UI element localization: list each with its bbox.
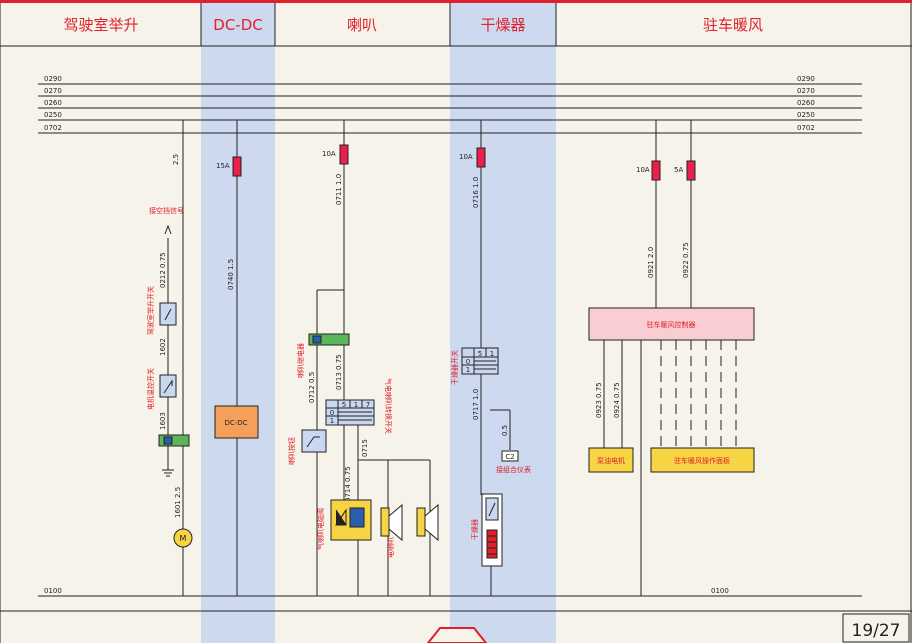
next-page-tab[interactable] bbox=[426, 627, 488, 643]
dryer-fuse bbox=[476, 147, 486, 168]
wire-0713: 0713 0.75 bbox=[335, 354, 343, 390]
thermal-switch-label: 电机温控开关 bbox=[146, 368, 155, 410]
dcdc-module bbox=[214, 405, 259, 439]
heater-fuse-1-rating: 10A bbox=[636, 166, 650, 174]
wire-0923: 0923 0.75 bbox=[595, 382, 603, 418]
bus-label-right: 0250 bbox=[797, 111, 815, 119]
wire-0922: 0922 0.75 bbox=[682, 242, 690, 278]
ground-bus-label-left: 0100 bbox=[44, 587, 62, 595]
bus-label-right: 0260 bbox=[797, 99, 815, 107]
dryer-label: 干燥器 bbox=[470, 519, 479, 540]
horn-relay bbox=[308, 333, 350, 346]
wire-0212: 0212 0.75 bbox=[159, 252, 167, 288]
motor-symbol: M bbox=[180, 534, 187, 543]
cab-wire-size: 2.5 bbox=[172, 154, 180, 165]
wire-0924: 0924 0.75 bbox=[613, 382, 621, 418]
c2-label: C2 bbox=[505, 453, 514, 461]
horn-fuse-rating: 10A bbox=[322, 150, 336, 158]
fuel-pump-motor bbox=[588, 447, 634, 473]
horn-button[interactable] bbox=[301, 429, 327, 453]
switch-pin: 5 bbox=[478, 350, 482, 358]
bus-label-left: 0250 bbox=[44, 111, 62, 119]
horn-selector-switch[interactable] bbox=[325, 399, 375, 426]
bus-label-right: 0702 bbox=[797, 124, 815, 132]
wire-0717: 0717 1.0 bbox=[472, 389, 480, 420]
switch-position: 0 bbox=[466, 358, 470, 366]
wire-0714: 0714 0.75 bbox=[344, 466, 352, 502]
heater-controller bbox=[588, 307, 755, 341]
cab-lift-relay bbox=[158, 434, 190, 447]
fuel-pump-label: 泵油电机 bbox=[597, 456, 625, 465]
header-dcdc: DC-DC bbox=[213, 16, 262, 34]
switch-pin: 5 bbox=[342, 401, 346, 409]
page-indicator: 19/27 bbox=[852, 621, 901, 641]
parking-heater-circuit bbox=[603, 120, 737, 596]
motor-thermal-switch bbox=[159, 374, 177, 398]
switch-position: 0 bbox=[330, 409, 334, 417]
neutral-signal-label: 接空挡信号 bbox=[149, 206, 184, 215]
wire-1602: 1602 bbox=[159, 338, 167, 356]
bus-label-left: 0260 bbox=[44, 99, 62, 107]
switch-pin: 1 bbox=[354, 401, 358, 409]
dryer-heater bbox=[481, 493, 503, 567]
c2-connector bbox=[501, 450, 519, 462]
header-row: 驾驶室举升 DC-DC 喇叭 干燥器 驻车暖风 bbox=[0, 3, 912, 47]
dcdc-fuse-rating: 15A bbox=[216, 162, 230, 170]
wire-1603: 1603 bbox=[159, 412, 167, 430]
bus-label-left: 0702 bbox=[44, 124, 62, 132]
cab-lift-switch-label: 驾驶室举升开关 bbox=[146, 286, 155, 335]
ground-bus-label-right: 0100 bbox=[711, 587, 729, 595]
electric-horn-icon bbox=[380, 503, 439, 542]
heater-fuse-1 bbox=[651, 160, 661, 181]
top-accent-bar bbox=[0, 0, 912, 3]
horn-button-label: 喇叭按钮 bbox=[287, 437, 296, 465]
switch-position: 1 bbox=[330, 417, 334, 425]
horn-selector-label: 气电喇叭转换开关 bbox=[384, 378, 393, 434]
dcdc-column-shade bbox=[201, 3, 275, 643]
heater-controller-label: 驻车暖风控制器 bbox=[647, 320, 696, 329]
header-dryer: 干燥器 bbox=[480, 16, 525, 34]
horn-fuse bbox=[339, 144, 349, 165]
meter-label: 接组合仪表 bbox=[496, 465, 531, 474]
switch-pin: 1 bbox=[490, 350, 494, 358]
dryer-switch-label: 干燥器开关 bbox=[450, 350, 459, 385]
bus-label-right: 0290 bbox=[797, 75, 815, 83]
horn-relay-label: 喇叭继电器 bbox=[296, 343, 305, 378]
header-horn: 喇叭 bbox=[347, 16, 377, 34]
dryer-fuse-rating: 10A bbox=[459, 153, 473, 161]
dryer-switch[interactable] bbox=[461, 347, 499, 375]
switch-position: 1 bbox=[466, 366, 470, 374]
wire-0716: 0716 1.0 bbox=[472, 177, 480, 208]
heater-control-panel bbox=[650, 447, 755, 473]
air-horn-valve bbox=[330, 499, 372, 541]
switch-pin: 7 bbox=[366, 401, 370, 409]
heater-panel-label: 驻车暖风操作面板 bbox=[674, 456, 730, 465]
cab-lift-circuit bbox=[162, 120, 184, 596]
air-horn-valve-label: 气喇叭电磁阀 bbox=[316, 508, 325, 550]
wire-0715: 0715 bbox=[361, 439, 369, 457]
wire-0740: 0740 1.5 bbox=[227, 259, 235, 290]
wire-1601: 1601 2.5 bbox=[174, 487, 182, 518]
bus-label-right: 0270 bbox=[797, 87, 815, 95]
page-indicator-box bbox=[842, 613, 910, 643]
header-parking-heater: 驻车暖风 bbox=[703, 16, 763, 34]
dcdc-module-label: DC-DC bbox=[224, 419, 247, 427]
wire-0-5: 0.5 bbox=[501, 425, 509, 436]
wire-0711: 0711 1.0 bbox=[335, 174, 343, 205]
header-cab-lift: 驾驶室举升 bbox=[63, 16, 138, 34]
bus-label-left: 0270 bbox=[44, 87, 62, 95]
wire-0921: 0921 2.0 bbox=[647, 247, 655, 278]
dryer-column-shade bbox=[450, 3, 556, 643]
bus-label-left: 0290 bbox=[44, 75, 62, 83]
electric-horn-label: 电喇叭 bbox=[386, 537, 395, 558]
power-buses bbox=[38, 83, 862, 597]
wire-0712: 0712 0.5 bbox=[308, 372, 316, 403]
heater-fuse-2 bbox=[686, 160, 696, 181]
dcdc-fuse bbox=[232, 156, 242, 177]
heater-fuse-2-rating: 5A bbox=[674, 166, 683, 174]
lift-motor bbox=[173, 528, 193, 548]
